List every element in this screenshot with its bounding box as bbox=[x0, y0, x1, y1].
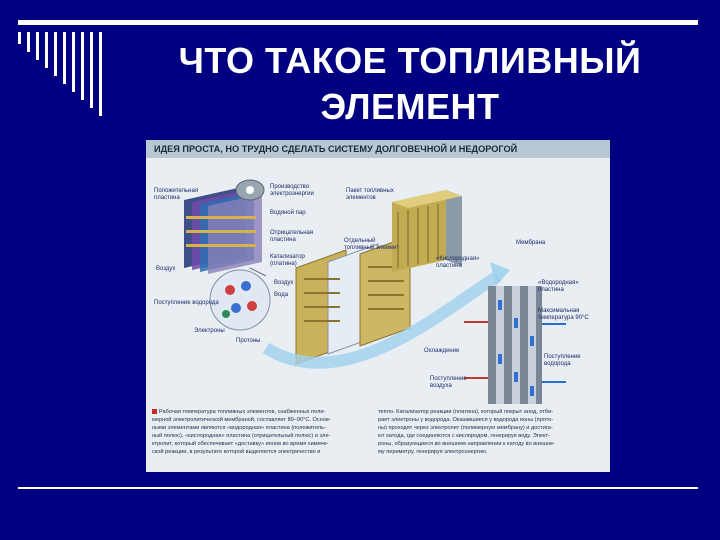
flow-arrow bbox=[262, 270, 502, 369]
label-air-2: Воздух bbox=[274, 280, 294, 286]
label-protons: Протоны bbox=[236, 338, 261, 344]
label-hydrogen-in: Поступление водорода bbox=[544, 354, 581, 367]
label-stack: Пакет топливных элементов bbox=[346, 188, 394, 201]
slide-title: ЧТО ТАКОЕ ТОПЛИВНЫЙ ЭЛЕМЕНТ bbox=[150, 38, 670, 130]
figure-header: ИДЕЯ ПРОСТА, НО ТРУДНО СДЕЛАТЬ СИСТЕМУ Д… bbox=[146, 140, 610, 158]
fuel-cell-stack bbox=[392, 190, 462, 272]
label-air: Воздух bbox=[156, 266, 176, 272]
decorative-bars bbox=[18, 32, 138, 120]
title-line-2: ЭЛЕМЕНТ bbox=[320, 86, 500, 127]
bottom-rule bbox=[18, 487, 698, 489]
label-water: Вода bbox=[274, 292, 289, 298]
label-air-in: Поступление воздуха bbox=[430, 376, 467, 389]
figure-caption: Рабочая температура топливных элементов,… bbox=[152, 408, 604, 470]
label-electrons: Электроны bbox=[194, 328, 225, 334]
cell-cross-section bbox=[464, 286, 566, 404]
label-oxygen-plate: «Кислородная» пластина bbox=[436, 256, 480, 269]
title-line-1: ЧТО ТАКОЕ ТОПЛИВНЫЙ bbox=[178, 40, 642, 81]
label-single-cell: Отдельный топливный элемент bbox=[344, 238, 400, 251]
label-water-vapor: Водяной пар bbox=[270, 210, 306, 216]
caption-right-column: тепло. Катализатор реакции (платина), ко… bbox=[378, 409, 555, 455]
label-membrane: Мембрана bbox=[516, 240, 546, 246]
label-hydrogen-ingress: Поступление водорода bbox=[154, 300, 219, 306]
label-hydrogen-plate: «Водородная» пластина bbox=[538, 280, 579, 293]
caption-left-column: Рабочая температура топливных элементов,… bbox=[152, 409, 331, 455]
fuel-cell-diagram bbox=[184, 179, 566, 404]
label-positive-plate: Положительная пластина bbox=[154, 188, 199, 201]
label-cooling: Охлаждение bbox=[424, 348, 460, 354]
label-catalyst: Катализатор (платина) bbox=[270, 254, 305, 267]
fuel-cell-figure: ИДЕЯ ПРОСТА, НО ТРУДНО СДЕЛАТЬ СИСТЕМУ Д… bbox=[146, 140, 610, 472]
top-rule bbox=[18, 20, 698, 25]
cell-assembly-illustration bbox=[184, 179, 265, 274]
label-negative-plate: Отрицательная пластина bbox=[270, 230, 314, 243]
molecule-closeup bbox=[209, 267, 271, 331]
label-max-temp: Максимальная температура 90°C bbox=[538, 308, 589, 321]
label-electricity: Производство электроэнергии bbox=[270, 184, 314, 197]
red-square-marker bbox=[152, 409, 157, 415]
